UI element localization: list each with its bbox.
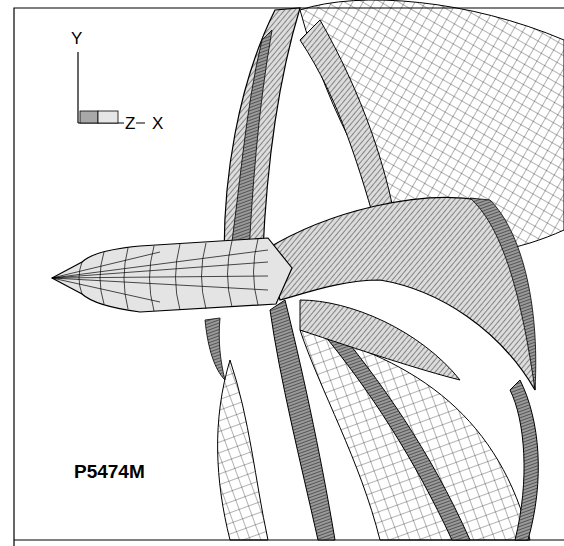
axis-label: X	[152, 115, 163, 132]
propeller-blade	[218, 360, 268, 540]
blade-edge	[470, 198, 536, 390]
axis-label: Y	[71, 30, 82, 47]
propeller-hub	[52, 238, 292, 312]
axis-triad	[78, 52, 145, 123]
figure-id: P5474M	[74, 462, 145, 481]
propeller-blade	[300, 300, 460, 380]
blade-root	[205, 318, 225, 380]
blade-tip	[510, 380, 538, 540]
blade-edge	[228, 30, 272, 272]
propeller-blade	[265, 197, 535, 390]
hub-mesh	[52, 239, 268, 311]
axis-label: Z	[124, 115, 136, 132]
